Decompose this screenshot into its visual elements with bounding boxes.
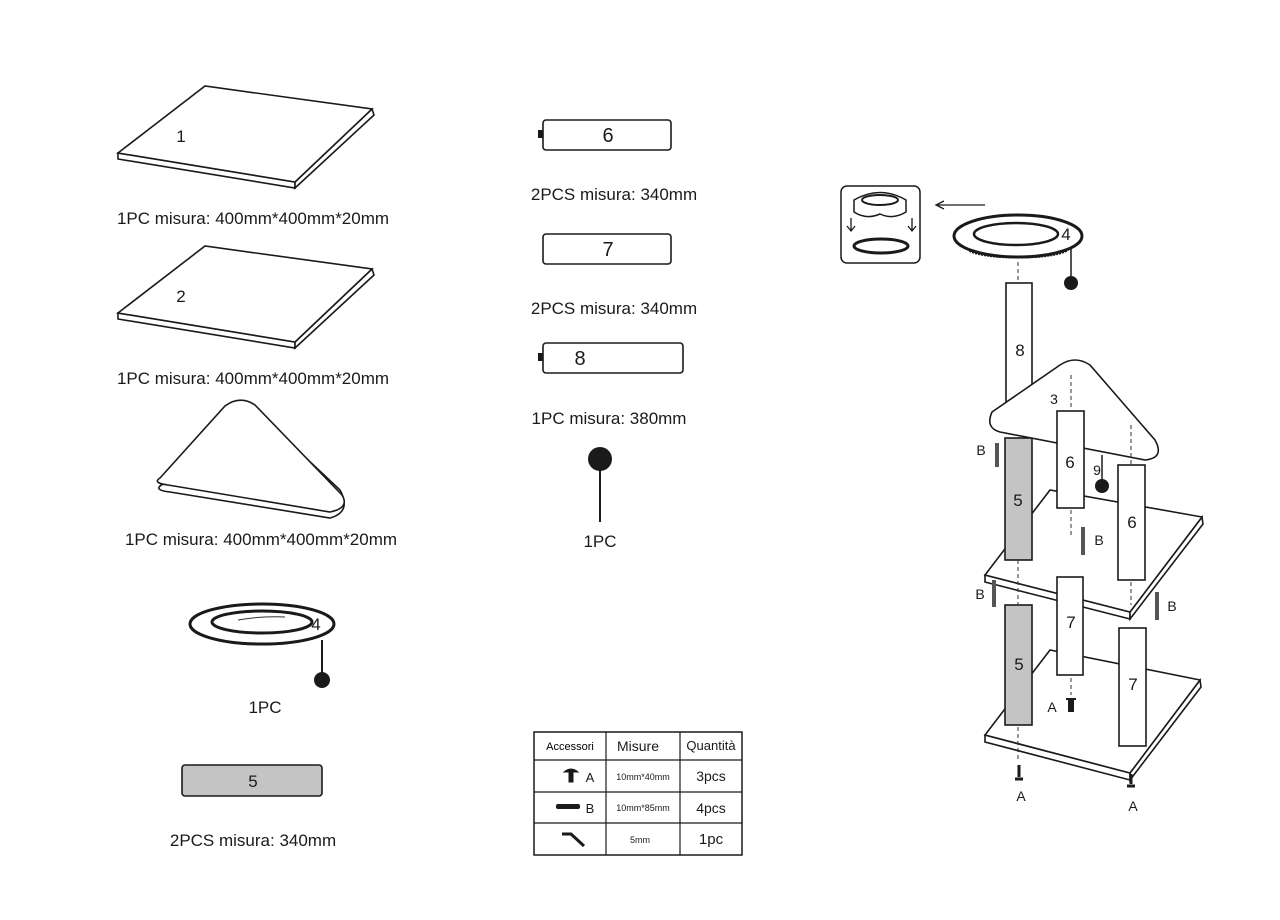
row-size: 10mm*40mm — [616, 772, 670, 782]
tube-7-caption: 2PCS misura: 340mm — [531, 299, 697, 318]
board-2: 2 1PC misura: 400mm*400mm*20mm — [116, 245, 389, 388]
row-size: 5mm — [630, 835, 650, 845]
triangle-shelf: 1PC misura: 400mm*400mm*20mm — [125, 399, 397, 549]
tube-5: 5 2PCS misura: 340mm — [170, 764, 336, 850]
label-a2: A — [1016, 788, 1026, 804]
label-7b: 7 — [1128, 675, 1137, 694]
bowl-caption: 1PC — [248, 698, 281, 717]
tube-5-number: 5 — [248, 772, 257, 791]
tube-6: 6 2PCS misura: 340mm — [531, 119, 697, 204]
board-1: 1 1PC misura: 400mm*400mm*20mm — [116, 85, 389, 228]
bowl-4: 4 1PC — [188, 602, 336, 717]
label-a1: A — [1047, 699, 1057, 715]
tube-7: 7 2PCS misura: 340mm — [531, 233, 697, 318]
tube-7-number: 7 — [602, 239, 613, 261]
table-row: 5mm 1pc — [562, 831, 724, 848]
label-6b: 6 — [1127, 513, 1136, 532]
table-row: B 10mm*85mm 4pcs — [556, 800, 726, 816]
label-a3: A — [1128, 798, 1138, 814]
arrow-icon — [934, 200, 985, 210]
tube-8-number: 8 — [574, 348, 585, 370]
label-3: 3 — [1050, 391, 1058, 407]
dowel-icon — [556, 804, 580, 809]
row-letter: A — [586, 770, 595, 785]
label-5a: 5 — [1013, 491, 1022, 510]
board-2-caption: 1PC misura: 400mm*400mm*20mm — [117, 369, 389, 388]
row-letter: B — [586, 801, 595, 816]
label-b2: B — [1094, 532, 1103, 548]
label-6a: 6 — [1065, 453, 1074, 472]
tube-6-number: 6 — [602, 125, 613, 147]
board-1-caption: 1PC misura: 400mm*400mm*20mm — [117, 209, 389, 228]
label-8: 8 — [1015, 341, 1024, 360]
table-header-quantita: Quantità — [686, 738, 736, 753]
table-row: A 10mm*40mm 3pcs — [562, 768, 726, 785]
board-2-number: 2 — [176, 287, 185, 306]
label-5b: 5 — [1014, 655, 1023, 674]
ball-toy: 1PC — [583, 447, 617, 551]
triangle-caption: 1PC misura: 400mm*400mm*20mm — [125, 530, 397, 549]
label-4: 4 — [1061, 225, 1070, 244]
label-b3: B — [975, 586, 984, 602]
row-qty: 4pcs — [696, 800, 726, 816]
label-9: 9 — [1093, 462, 1101, 478]
assembly-diagram: 4 8 5 7 7 5 6 6 3 9 — [840, 185, 1204, 814]
board-1-number: 1 — [176, 127, 185, 146]
ball-caption: 1PC — [583, 532, 616, 551]
label-b4: B — [1167, 598, 1176, 614]
allen-key-icon — [562, 832, 586, 848]
label-b1: B — [976, 442, 985, 458]
bowl-number: 4 — [311, 615, 320, 634]
row-qty: 1pc — [699, 831, 724, 848]
table-header-accessori: Accessori — [546, 741, 594, 753]
tube-8: 8 1PC misura: 380mm — [532, 342, 687, 428]
accessories-table: Accessori Misure Quantità A 10mm*40mm 3p… — [533, 731, 743, 856]
tube-8-caption: 1PC misura: 380mm — [532, 409, 687, 428]
table-header-misure: Misure — [617, 738, 659, 754]
row-qty: 3pcs — [696, 768, 726, 784]
tube-5-caption: 2PCS misura: 340mm — [170, 831, 336, 850]
row-size: 10mm*85mm — [616, 803, 670, 813]
bowl-cushion-detail — [840, 185, 921, 264]
label-7a: 7 — [1066, 613, 1075, 632]
screw-icon — [562, 768, 580, 783]
tube-6-caption: 2PCS misura: 340mm — [531, 185, 697, 204]
